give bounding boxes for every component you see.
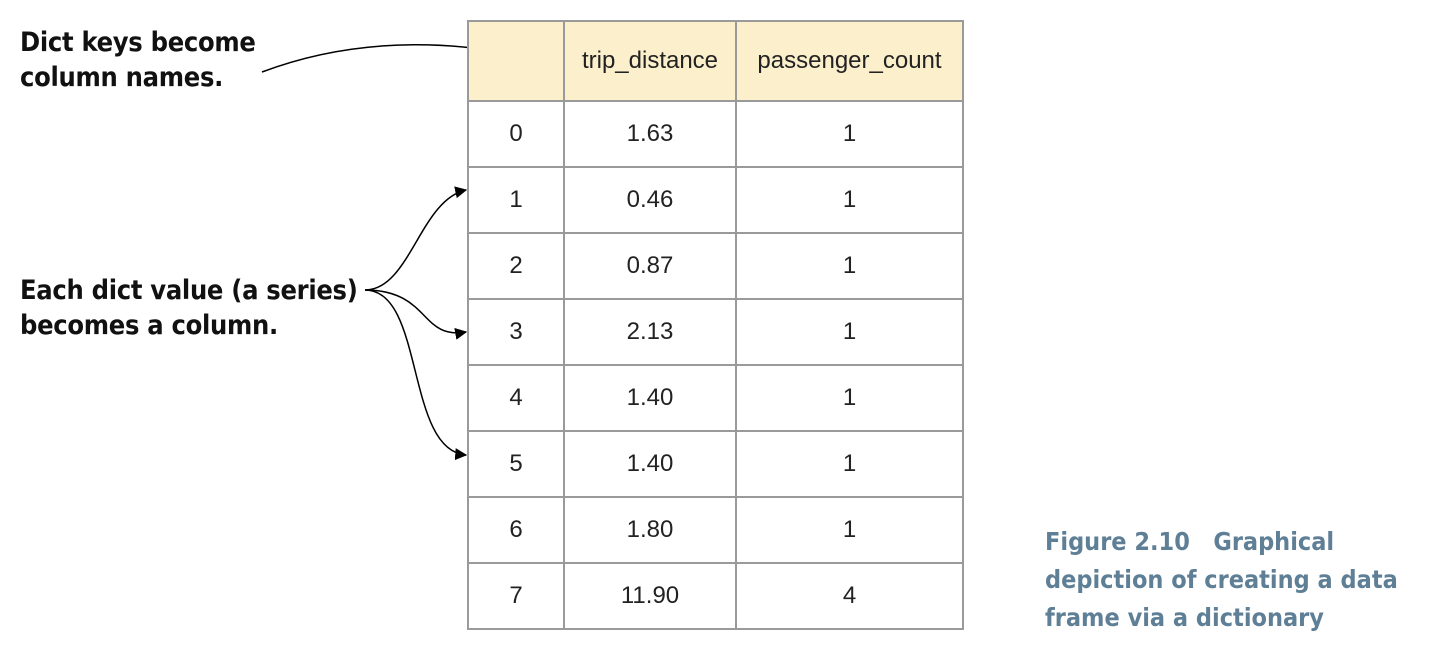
index-cell: 0 (467, 100, 565, 168)
trip-distance-cell: 1.63 (563, 100, 737, 168)
values-arrow-row-5 (364, 289, 468, 461)
caption-first-line: Figure 2.10 Graphical (1045, 523, 1398, 561)
passenger-count-cell: 1 (735, 496, 964, 564)
index-cell: 6 (467, 496, 565, 564)
annotation-line: becomes a column. (20, 310, 278, 341)
passenger-count-cell: 1 (735, 298, 964, 366)
caption-text: frame via a dictionary (1045, 603, 1324, 632)
index-header-cell (467, 20, 565, 102)
annotation-line: column names. (20, 62, 224, 93)
dict-keys-annotation: Dict keys become column names. (20, 25, 256, 95)
table-row: 3 2.13 1 (467, 298, 964, 366)
annotation-line: Each dict value (a series) (20, 275, 358, 306)
column-header-trip-distance: trip_distance (563, 20, 737, 102)
table-row: 2 0.87 1 (467, 232, 964, 300)
trip-distance-cell: 1.40 (563, 364, 737, 432)
trip-distance-cell: 0.87 (563, 232, 737, 300)
caption-text: depiction of creating a data (1045, 565, 1398, 594)
index-cell: 2 (467, 232, 565, 300)
passenger-count-cell: 1 (735, 430, 964, 498)
table-row: 1 0.46 1 (467, 166, 964, 234)
dataframe-table: trip_distance passenger_count 0 1.63 1 1… (467, 20, 964, 630)
trip-distance-cell: 11.90 (563, 562, 737, 630)
trip-distance-cell: 2.13 (563, 298, 737, 366)
passenger-count-cell: 1 (735, 100, 964, 168)
table-row: 5 1.40 1 (467, 430, 964, 498)
passenger-count-cell: 4 (735, 562, 964, 630)
passenger-count-cell: 1 (735, 232, 964, 300)
trip-distance-cell: 0.46 (563, 166, 737, 234)
column-header-passenger-count: passenger_count (735, 20, 964, 102)
passenger-count-cell: 1 (735, 364, 964, 432)
values-arrow-row-3 (364, 289, 468, 340)
index-cell: 7 (467, 562, 565, 630)
index-cell: 3 (467, 298, 565, 366)
trip-distance-cell: 1.40 (563, 430, 737, 498)
table-row: 7 11.90 4 (467, 562, 964, 630)
figure-caption: Figure 2.10 Graphical depiction of creat… (1045, 523, 1398, 637)
caption-text: Graphical (1213, 527, 1335, 556)
passenger-count-cell: 1 (735, 166, 964, 234)
table-row: 0 1.63 1 (467, 100, 964, 168)
dict-values-annotation: Each dict value (a series) becomes a col… (20, 273, 358, 343)
table-row: 4 1.40 1 (467, 364, 964, 432)
trip-distance-cell: 1.80 (563, 496, 737, 564)
index-cell: 1 (467, 166, 565, 234)
values-arrow-row-1 (364, 186, 468, 291)
figure-number: Figure 2.10 (1045, 527, 1190, 556)
index-cell: 4 (467, 364, 565, 432)
index-cell: 5 (467, 430, 565, 498)
table-row: 6 1.80 1 (467, 496, 964, 564)
annotation-line: Dict keys become (20, 27, 256, 58)
header-row: trip_distance passenger_count (467, 20, 964, 102)
